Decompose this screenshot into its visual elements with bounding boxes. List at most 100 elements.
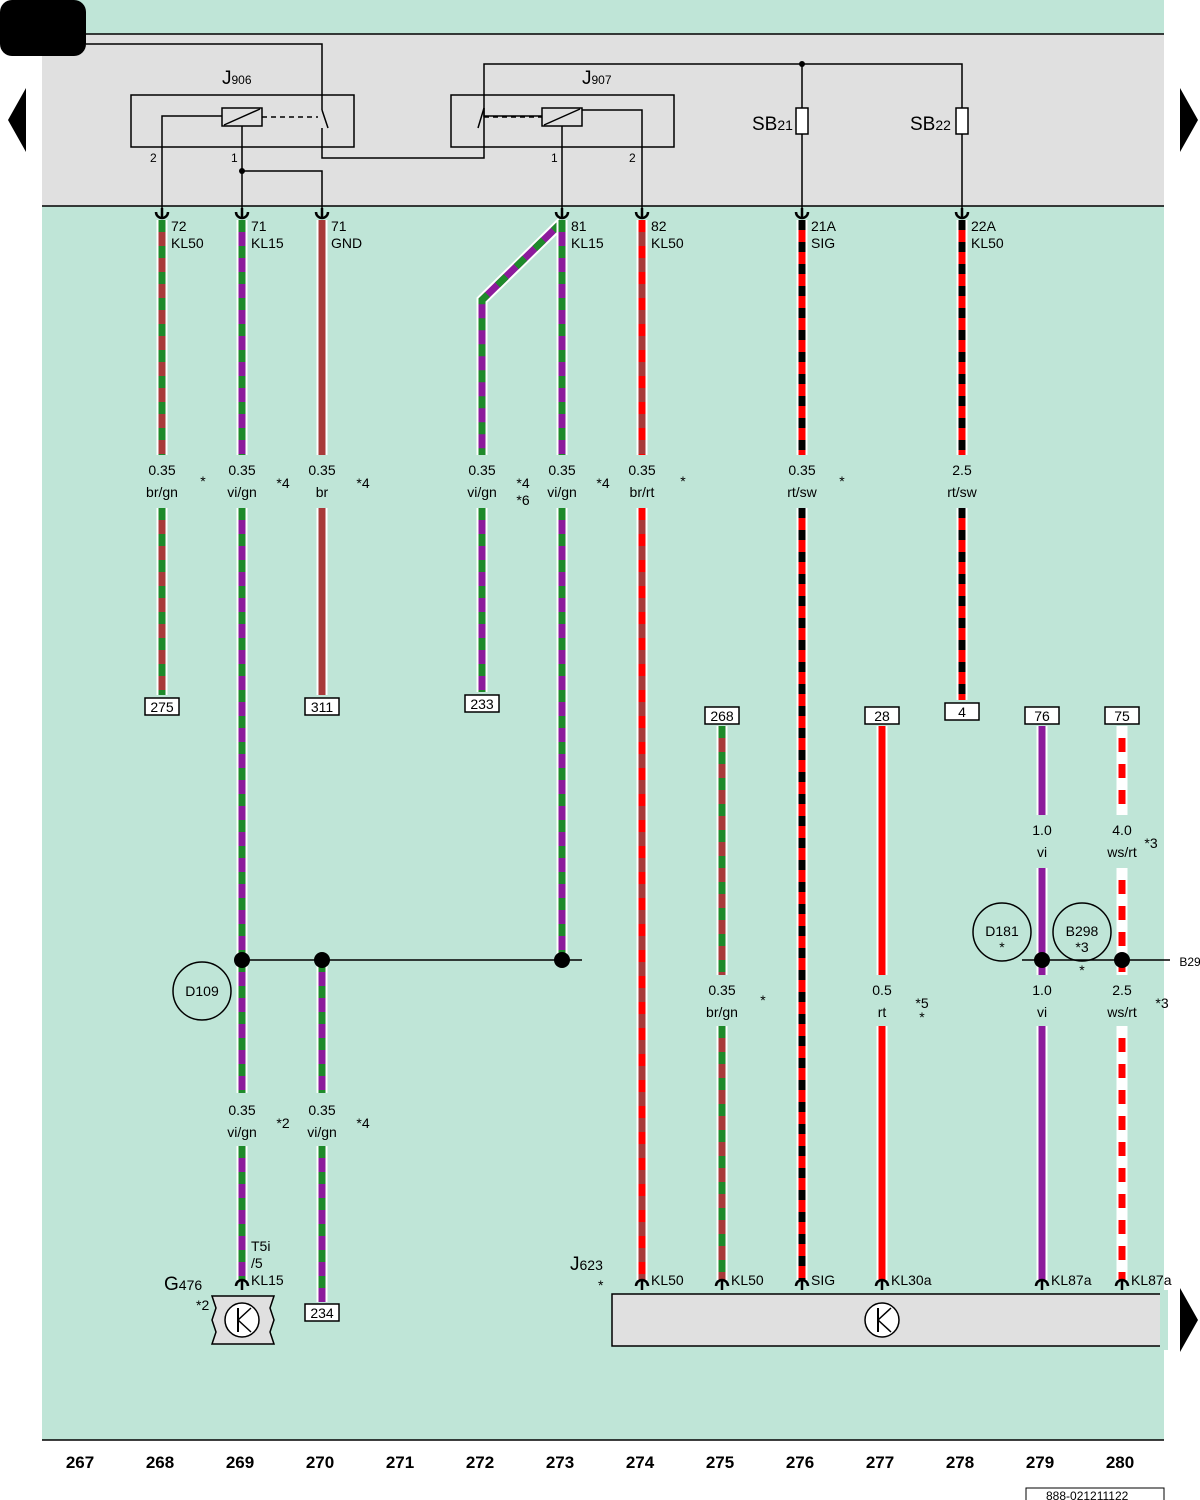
svg-text:234: 234	[310, 1305, 334, 1321]
between-note: *	[1079, 962, 1085, 978]
wire-color: rt	[878, 1004, 887, 1020]
wire-note: *	[680, 473, 686, 489]
svg-text:268: 268	[710, 708, 734, 724]
svg-text:SIG: SIG	[811, 1272, 835, 1288]
connector-fork-bottom	[1114, 1278, 1130, 1290]
wire-note: *4	[276, 475, 289, 491]
svg-text:KL50: KL50	[651, 1272, 684, 1288]
svg-text:75: 75	[1114, 708, 1130, 724]
svg-text:267: 267	[66, 1453, 94, 1472]
svg-text:268: 268	[146, 1453, 174, 1472]
wire-size: 0.35	[468, 462, 495, 478]
connector-fork-top	[794, 208, 810, 220]
wire-note: *4	[516, 475, 529, 491]
wire-size: 2.5	[952, 462, 972, 478]
ref-box-4[interactable]: 4	[944, 702, 980, 721]
junction-dots	[234, 952, 1130, 968]
d181-note: *	[999, 939, 1005, 955]
next-page-arrow-icon[interactable]	[1180, 88, 1198, 152]
svg-text:277: 277	[866, 1453, 894, 1472]
connector-fork-bottom	[634, 1278, 650, 1290]
wire-color: vi	[1037, 844, 1047, 860]
ref-box-233[interactable]: 233	[464, 694, 500, 713]
prev-page-arrow-icon[interactable]	[8, 88, 26, 152]
wire-color: br/rt	[630, 484, 655, 500]
wire-size: 0.35	[548, 462, 575, 478]
wire-color: vi/gn	[547, 484, 577, 500]
svg-text:271: 271	[386, 1453, 414, 1472]
svg-text:4: 4	[958, 704, 966, 720]
j906-label: J906	[222, 68, 252, 89]
pin-name-kl50-82: KL50	[651, 235, 684, 251]
doc-number: 888-021211122	[1046, 1489, 1129, 1500]
next-page-arrow-icon-bottom[interactable]	[1180, 1288, 1198, 1352]
b298-note: *3	[1075, 939, 1088, 955]
svg-text:275: 275	[706, 1453, 734, 1472]
svg-text:279: 279	[1026, 1453, 1054, 1472]
wire-note: *3	[1144, 835, 1157, 851]
wire-color: br	[316, 484, 329, 500]
pin-label-21a: 21A	[811, 218, 837, 234]
wire-note: *3	[1155, 995, 1168, 1011]
svg-text:311: 311	[311, 699, 334, 715]
column-numbers: 267 268 269 270 271 272 273 274 275 276 …	[66, 1453, 1134, 1472]
ref-box-275[interactable]: 275	[144, 697, 180, 716]
j906-pin-2: 2	[150, 151, 157, 165]
wire-note: *	[839, 473, 845, 489]
sb21-label: SB21	[752, 114, 793, 135]
page-references: 275 311 233 268 28 4 76 75 234	[144, 694, 1140, 1322]
connector-fork-top	[314, 208, 330, 220]
ref-box-268[interactable]: 268	[704, 706, 740, 725]
ref-box-75[interactable]: 75	[1104, 706, 1140, 725]
wire-color: vi	[1037, 1004, 1047, 1020]
wire-note: *2	[276, 1115, 289, 1131]
wire-color: rt/sw	[947, 484, 977, 500]
connector-fork-bottom	[714, 1278, 730, 1290]
svg-text:275: 275	[150, 699, 174, 715]
wire-color: ws/rt	[1106, 844, 1137, 860]
connector-fork-top	[154, 208, 170, 220]
wire-note: *4	[596, 475, 609, 491]
ref-box-76[interactable]: 76	[1024, 706, 1060, 725]
wire-color: vi/gn	[227, 1124, 257, 1140]
wires	[156, 218, 1128, 1302]
ref-box-234[interactable]: 234	[304, 1303, 340, 1322]
ref-box-28[interactable]: 28	[864, 706, 900, 725]
pin-label-22a: 22A	[971, 218, 997, 234]
wire-color: vi/gn	[467, 484, 497, 500]
wire-size: 1.0	[1032, 982, 1052, 998]
wire-note: *4	[356, 1115, 369, 1131]
wire-size: 0.35	[148, 462, 175, 478]
wire-color: vi/gn	[307, 1124, 337, 1140]
wire-color: ws/rt	[1106, 1004, 1137, 1020]
j907-pin-2: 2	[629, 151, 636, 165]
wire-size: 1.0	[1032, 822, 1052, 838]
j623-transistor-icon	[864, 1302, 900, 1338]
d181-label: D181	[985, 923, 1019, 939]
wire-color: rt/sw	[787, 484, 817, 500]
g476-pin-line2: /5	[251, 1255, 263, 1271]
relay-panel-wiring	[86, 43, 969, 212]
pin-label-72: 72	[171, 218, 187, 234]
sb22-label: SB22	[910, 114, 951, 135]
svg-text:KL87a: KL87a	[1051, 1272, 1092, 1288]
g476-label: G476	[164, 1274, 202, 1295]
j623-pin-labels: KL50 KL50 SIG KL30a KL87a KL87a	[651, 1272, 1172, 1288]
g476-pin-line3: KL15	[251, 1272, 284, 1288]
wire-color: br/gn	[146, 484, 178, 500]
pin-name-gnd: GND	[331, 235, 362, 251]
connector-fork-top	[634, 208, 650, 220]
g476-pin-line1: T5i	[251, 1238, 270, 1254]
cut-label: B29	[1179, 955, 1200, 969]
svg-text:233: 233	[470, 696, 494, 712]
wire-size: 0.35	[308, 462, 335, 478]
j907-pin-1: 1	[551, 151, 558, 165]
svg-text:280: 280	[1106, 1453, 1134, 1472]
connector-fork-top	[954, 208, 970, 220]
ref-box-311[interactable]: 311	[304, 697, 340, 716]
svg-text:278: 278	[946, 1453, 974, 1472]
pin-name-kl50-22a: KL50	[971, 235, 1004, 251]
pin-name-kl50: KL50	[171, 235, 204, 251]
connector-fork-bottom	[234, 1278, 250, 1290]
